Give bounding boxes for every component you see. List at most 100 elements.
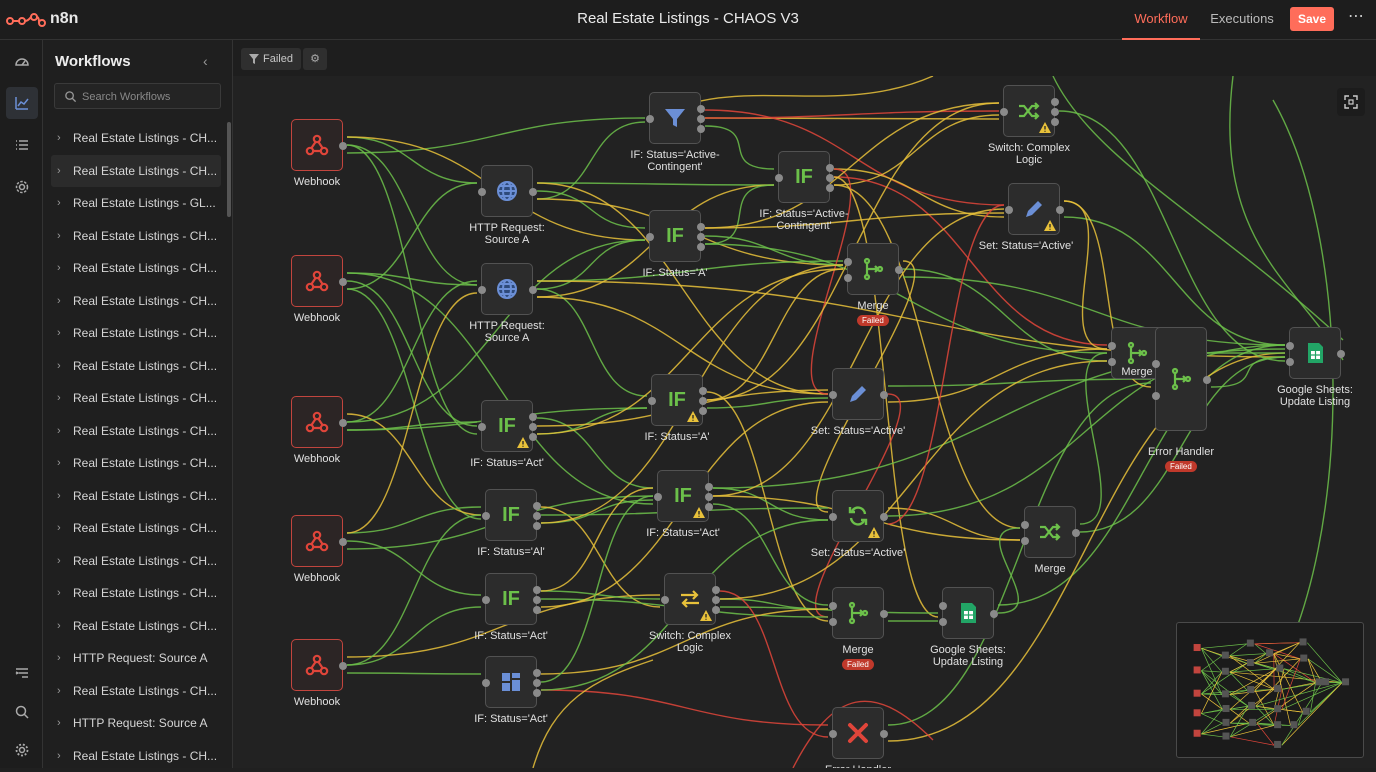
input-port[interactable] [1000, 108, 1008, 116]
input-port[interactable] [1021, 537, 1029, 545]
input-port[interactable] [646, 115, 654, 123]
connection-wire[interactable] [705, 111, 999, 118]
merge-node[interactable] [1155, 327, 1207, 431]
webhook-node[interactable] [291, 396, 343, 448]
output-port[interactable] [339, 419, 347, 427]
sheets-node[interactable] [1289, 327, 1341, 379]
input-port[interactable] [939, 618, 947, 626]
webhook-node[interactable] [291, 515, 343, 567]
output-port[interactable] [533, 512, 541, 520]
output-port[interactable] [529, 423, 537, 431]
input-port[interactable] [844, 258, 852, 266]
search-icon[interactable] [6, 696, 38, 728]
failed-filter-chip[interactable]: Failed [241, 48, 301, 70]
list-icon[interactable] [6, 129, 38, 161]
connection-wire[interactable] [888, 205, 1004, 524]
workflow-list-item[interactable]: ›HTTP Request: Source A [51, 642, 221, 675]
output-port[interactable] [529, 188, 537, 196]
input-port[interactable] [829, 618, 837, 626]
output-port[interactable] [895, 266, 903, 274]
output-port[interactable] [880, 610, 888, 618]
output-port[interactable] [705, 493, 713, 501]
input-port[interactable] [654, 493, 662, 501]
connection-wire[interactable] [1230, 76, 1343, 360]
output-port[interactable] [1051, 108, 1059, 116]
search-workflows-input[interactable] [82, 88, 214, 105]
input-port[interactable] [1152, 360, 1160, 368]
input-port[interactable] [844, 274, 852, 282]
output-port[interactable] [339, 278, 347, 286]
workflow-list-item[interactable]: ›Real Estate Listings - CH... [51, 220, 221, 253]
output-port[interactable] [533, 586, 541, 594]
output-port[interactable] [699, 387, 707, 395]
input-port[interactable] [661, 596, 669, 604]
output-port[interactable] [699, 397, 707, 405]
input-port[interactable] [646, 233, 654, 241]
merge-node[interactable] [847, 243, 899, 295]
output-port[interactable] [697, 105, 705, 113]
input-port[interactable] [829, 602, 837, 610]
connection-wire[interactable] [705, 244, 1107, 353]
output-port[interactable] [826, 174, 834, 182]
webhook-node[interactable] [291, 119, 343, 171]
connection-wire[interactable] [888, 379, 1151, 386]
merge-node[interactable] [832, 587, 884, 639]
connection-wire[interactable] [1080, 353, 1107, 524]
filter-node[interactable] [649, 92, 701, 144]
collapse-sidebar-icon[interactable]: ‹ [203, 53, 217, 69]
workflow-list-item[interactable]: ›Real Estate Listings - CH... [51, 415, 221, 448]
output-port[interactable] [533, 596, 541, 604]
output-port[interactable] [339, 142, 347, 150]
connection-wire[interactable] [888, 508, 1020, 540]
output-port[interactable] [880, 730, 888, 738]
fit-view-icon[interactable] [1337, 88, 1365, 116]
input-port[interactable] [1005, 206, 1013, 214]
workflow-list-item[interactable]: ›Real Estate Listings - CH... [51, 350, 221, 383]
workflow-list-item[interactable]: ›Real Estate Listings - CH... [51, 480, 221, 513]
workflow-list-item[interactable]: ›HTTP Request: Source A [51, 707, 221, 740]
input-port[interactable] [478, 286, 486, 294]
output-port[interactable] [1203, 376, 1211, 384]
tab-workflow[interactable]: Workflow [1122, 0, 1200, 40]
filter-settings-icon[interactable]: ⚙ [303, 48, 327, 70]
tab-executions[interactable]: Executions [1204, 0, 1280, 40]
http-node[interactable] [481, 165, 533, 217]
workflow-list-item[interactable]: ›Real Estate Listings - CH... [51, 382, 221, 415]
connection-wire[interactable] [888, 383, 1151, 725]
input-port[interactable] [1108, 358, 1116, 366]
output-port[interactable] [533, 679, 541, 687]
input-port[interactable] [1108, 342, 1116, 350]
workflow-list-item[interactable]: ›Real Estate Listings - CH... [51, 155, 221, 188]
input-port[interactable] [829, 730, 837, 738]
workflow-list-item[interactable]: ›Real Estate Listings - CH... [51, 317, 221, 350]
set-node[interactable] [832, 368, 884, 420]
output-port[interactable] [339, 662, 347, 670]
output-port[interactable] [712, 586, 720, 594]
output-port[interactable] [1072, 529, 1080, 537]
set-node[interactable] [832, 490, 884, 542]
input-port[interactable] [939, 602, 947, 610]
sidebar-scrollbar[interactable] [227, 122, 231, 217]
connection-wire[interactable] [541, 496, 653, 682]
output-port[interactable] [339, 538, 347, 546]
input-port[interactable] [829, 513, 837, 521]
minimap[interactable] [1176, 622, 1364, 758]
gear-icon[interactable] [6, 734, 38, 766]
settings-icon[interactable] [6, 171, 38, 203]
set-node[interactable] [1008, 183, 1060, 235]
output-port[interactable] [1051, 98, 1059, 106]
webhook-node[interactable] [291, 639, 343, 691]
merge-node[interactable] [1024, 506, 1076, 558]
input-port[interactable] [648, 397, 656, 405]
output-port[interactable] [529, 286, 537, 294]
output-port[interactable] [1337, 350, 1345, 358]
http-node[interactable] [481, 263, 533, 315]
output-port[interactable] [533, 669, 541, 677]
output-port[interactable] [880, 513, 888, 521]
connection-wire[interactable] [834, 169, 1004, 217]
input-port[interactable] [775, 174, 783, 182]
output-port[interactable] [705, 483, 713, 491]
workflow-list-item[interactable]: ›Real Estate Listings - CH... [51, 545, 221, 578]
input-port[interactable] [482, 596, 490, 604]
